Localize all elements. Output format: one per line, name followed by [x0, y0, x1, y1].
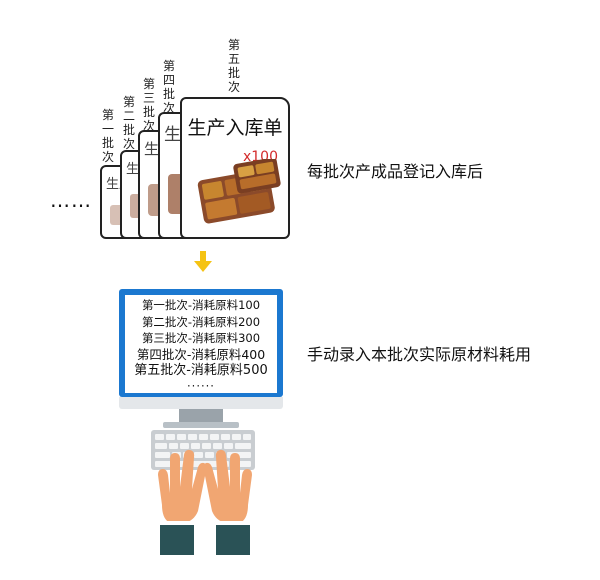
- monitor-stand-base: [163, 422, 239, 428]
- inventory-slip-5: 生产入库单 x100: [180, 97, 290, 239]
- screen-line-2: 第二批次-消耗原料200: [141, 314, 261, 329]
- monitor-chin: [119, 397, 283, 409]
- slip-stub-text: 生: [144, 140, 160, 158]
- screen-line-5: 第五批次-消耗原料500: [134, 363, 268, 378]
- screen-ellipsis: ······: [187, 378, 215, 393]
- batch-label-4: 第四批次: [162, 59, 175, 115]
- screen-line-1: 第一批次-消耗原料100: [141, 298, 261, 312]
- batch-label-5: 第五批次: [227, 38, 240, 94]
- caption-manual-entry: 手动录入本批次实际原材料耗用: [307, 345, 532, 364]
- screen-line-4: 第四批次-消耗原料400: [136, 346, 266, 362]
- batch-label-2: 第二批次: [122, 95, 135, 151]
- batch-ellipsis: ……: [50, 188, 92, 212]
- monitor-stand-neck: [179, 409, 223, 423]
- batch-label-1: 第一批次: [101, 108, 114, 164]
- form-title: 生产入库单: [187, 117, 283, 139]
- caption-register-inbound: 每批次产成品登记入库后: [307, 162, 484, 181]
- monitor-screen: 第一批次-消耗原料100 第二批次-消耗原料200 第三批次-消耗原料300 第…: [125, 295, 277, 393]
- screen-line-3: 第三批次-消耗原料300: [141, 331, 261, 345]
- batch-label-3: 第三批次: [142, 77, 155, 133]
- slip-stub-text: 生: [164, 125, 181, 145]
- food-tray-icon: [197, 159, 281, 224]
- monitor: 第一批次-消耗原料100 第二批次-消耗原料200 第三批次-消耗原料300 第…: [119, 289, 283, 409]
- arrow-down-icon: [194, 251, 212, 272]
- typing-hands-icon: [158, 449, 252, 555]
